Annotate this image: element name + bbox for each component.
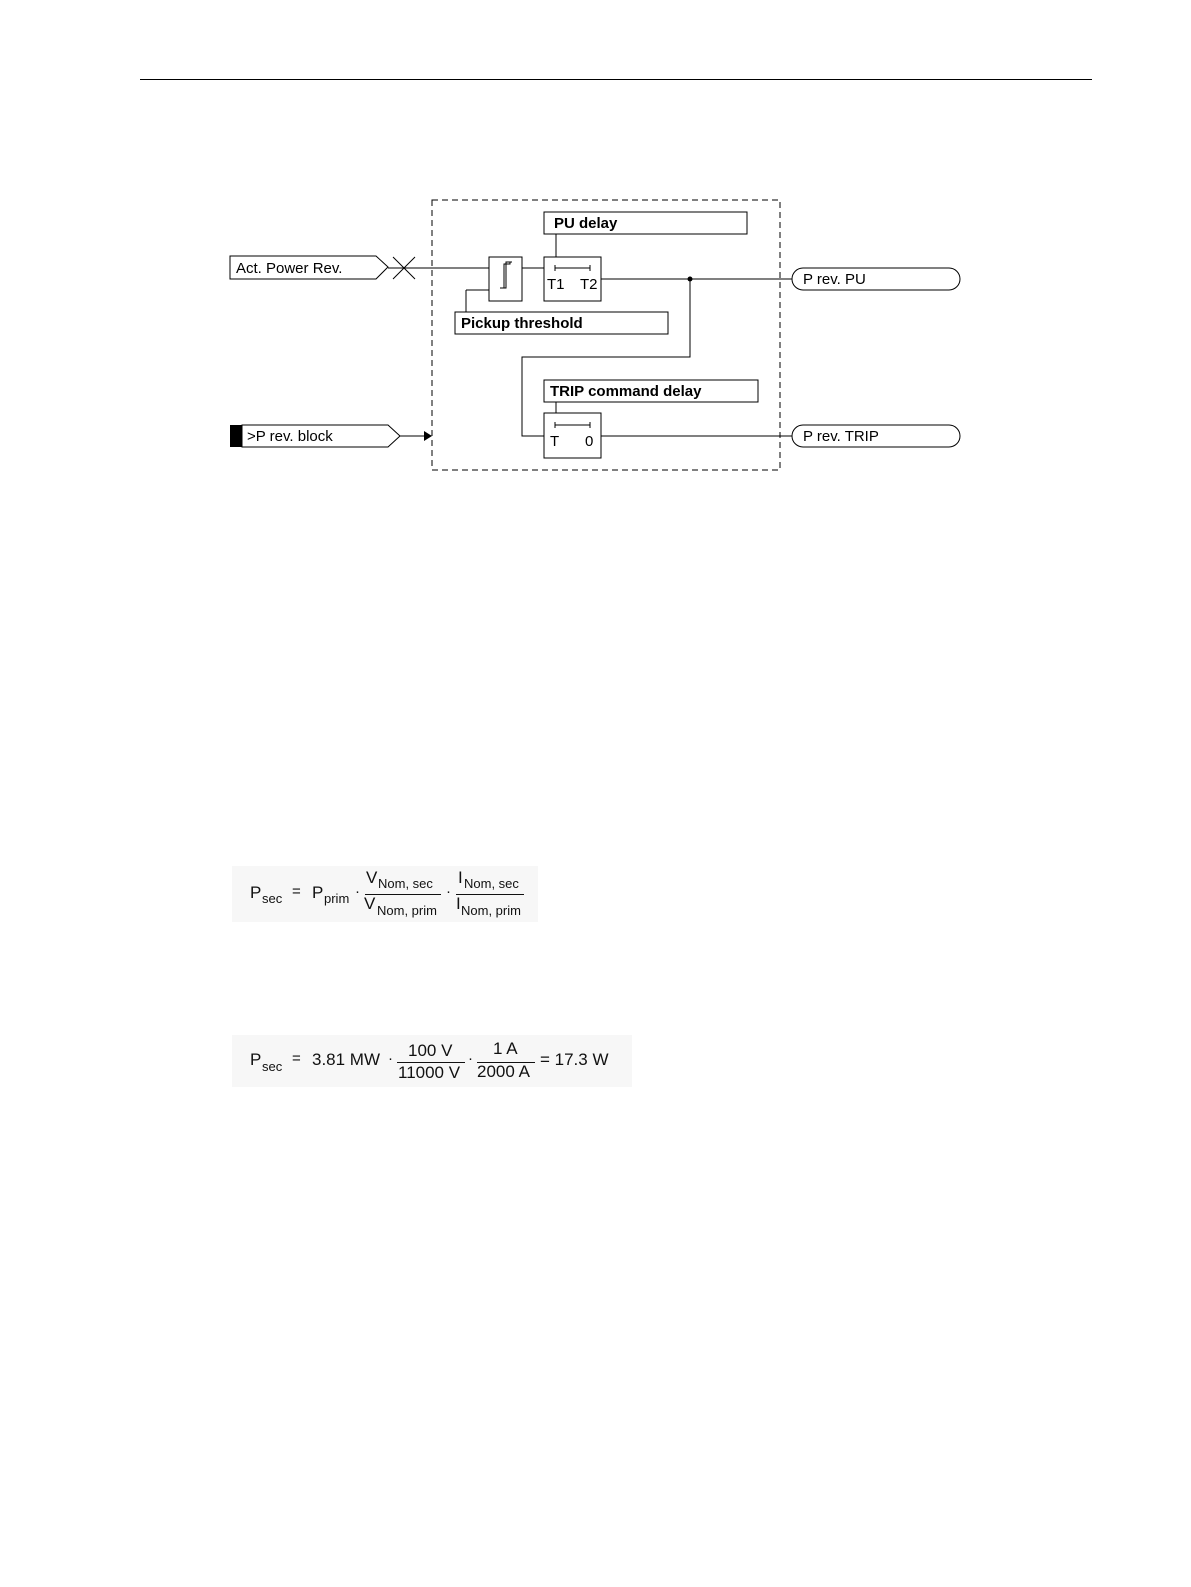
f2-result: = 17.3 W xyxy=(540,1050,609,1070)
output-p-rev-trip-label: P rev. TRIP xyxy=(803,428,879,445)
timer-zero-label: 0 xyxy=(585,433,593,450)
f1-i-den-sub: Nom, prim xyxy=(461,903,521,918)
f2-v-den: 11000 V xyxy=(398,1063,460,1083)
f1-v-num-sub: Nom, sec xyxy=(378,876,433,891)
f2-eq: = xyxy=(292,1050,301,1067)
f1-v-den-sub: Nom, prim xyxy=(377,903,437,918)
function-boundary xyxy=(432,200,780,470)
block-arrow-icon xyxy=(424,431,432,441)
input-p-rev-block-label: >P rev. block xyxy=(247,428,333,445)
f1-p-sub: prim xyxy=(324,891,349,906)
f1-dot1: · xyxy=(355,883,360,900)
output-p-rev-pu: P rev. PU xyxy=(792,268,960,290)
f1-v-num: V xyxy=(366,868,377,888)
f1-i-num: I xyxy=(458,868,463,888)
f1-i-num-sub: Nom, sec xyxy=(464,876,519,891)
trip-delay-box: TRIP command delay xyxy=(544,380,758,402)
f2-dot1: · xyxy=(388,1050,393,1067)
f1-i-fraction-bar xyxy=(456,894,524,895)
timer-t-label: T xyxy=(550,433,559,450)
f1-eq: = xyxy=(292,883,301,900)
input-act-power-rev: Act. Power Rev. xyxy=(230,256,388,279)
f1-lhs-sub: sec xyxy=(262,891,282,906)
f1-v-fraction-bar xyxy=(365,894,441,895)
pickup-threshold-box: Pickup threshold xyxy=(455,312,668,334)
trip-timer-block: T 0 xyxy=(544,413,601,458)
pickup-threshold-label: Pickup threshold xyxy=(461,315,583,332)
f2-lhs: P xyxy=(250,1050,261,1070)
f1-dot2: · xyxy=(446,883,451,900)
f2-i-num: 1 A xyxy=(493,1039,518,1059)
input-act-power-rev-label: Act. Power Rev. xyxy=(236,260,342,277)
pu-timer-block: T1 T2 xyxy=(544,257,601,301)
f2-lhs-sub: sec xyxy=(262,1059,282,1074)
f1-p: P xyxy=(312,883,323,903)
f1-v-den: V xyxy=(364,894,375,914)
reverse-power-logic-diagram: Act. Power Rev. Pickup threshold PU dela… xyxy=(0,0,1191,500)
threshold-block xyxy=(489,257,522,301)
f2-i-den: 2000 A xyxy=(477,1062,530,1082)
output-p-rev-trip: P rev. TRIP xyxy=(792,425,960,447)
formula-example: P sec = 3.81 MW · 100 V 11000 V · 1 A 20… xyxy=(232,1035,632,1087)
pu-delay-box: PU delay xyxy=(544,212,747,234)
timer-t1-label: T1 xyxy=(547,276,565,293)
output-p-rev-pu-label: P rev. PU xyxy=(803,271,866,288)
f1-lhs: P xyxy=(250,883,261,903)
formula-general: P sec = P prim · V Nom, sec V Nom, prim … xyxy=(232,866,538,922)
pu-delay-label: PU delay xyxy=(554,215,618,232)
timer-t2-label: T2 xyxy=(580,276,598,293)
input-p-rev-block: >P rev. block xyxy=(230,425,400,447)
f2-v-num: 100 V xyxy=(408,1041,452,1061)
f2-power: 3.81 MW xyxy=(312,1050,380,1070)
trip-delay-label: TRIP command delay xyxy=(550,383,702,400)
f2-dot2: · xyxy=(468,1050,473,1067)
